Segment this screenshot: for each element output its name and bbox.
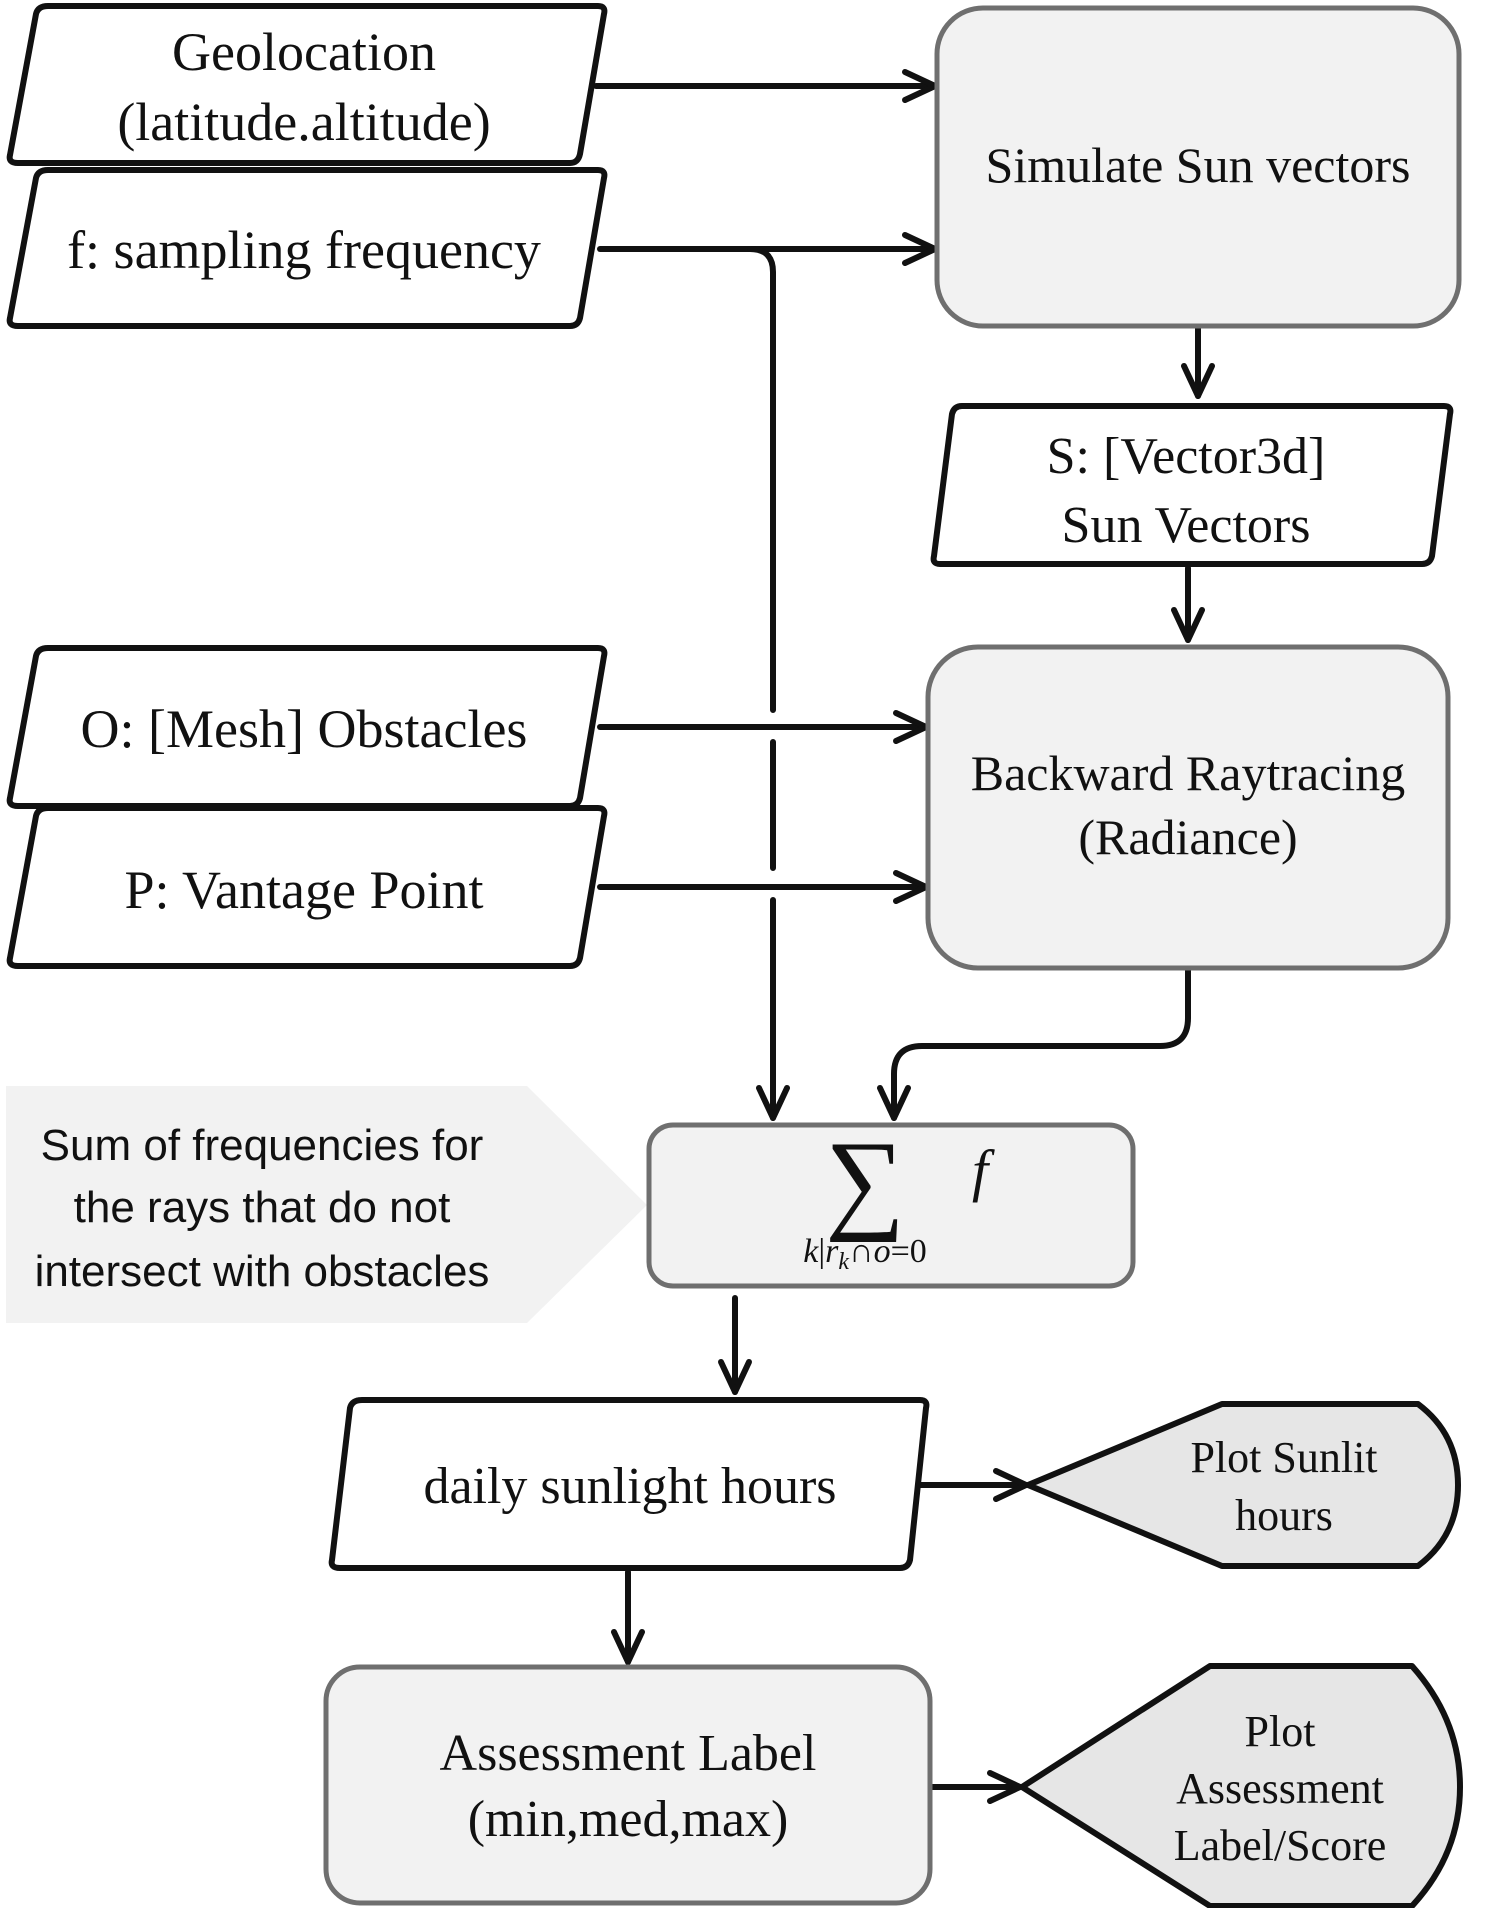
- plot-sunlit-line1: Plot Sunlit: [1190, 1433, 1377, 1482]
- sun-vectors-node: S: [Vector3d] Sun Vectors: [930, 403, 1454, 567]
- plot-assessment-shape: [1019, 1663, 1463, 1908]
- sun-vectors-shape: [930, 403, 1454, 567]
- arrowhead-raytracing-top: [1171, 607, 1205, 643]
- plot-sunlit-shape: [1025, 1401, 1461, 1569]
- simulate-sun-vectors-node: Simulate Sun vectors: [934, 5, 1462, 329]
- assessment-node: Assessment Label (min,med,max): [323, 1664, 933, 1906]
- geolocation-title: Geolocation: [172, 22, 436, 82]
- arrowhead-daily: [718, 1359, 752, 1395]
- sum-note-shape: [6, 1086, 647, 1323]
- geolocation-subtitle: (latitude.altitude): [117, 92, 490, 152]
- sum-shape: [646, 1122, 1136, 1289]
- assessment-subtitle: (min,med,max): [468, 1791, 789, 1848]
- sum-subscript-rk: k: [838, 1249, 849, 1275]
- simulate-sun-vectors-label: Simulate Sun vectors: [986, 137, 1411, 193]
- sum-symbol: ∑: [825, 1119, 905, 1243]
- daily-sunlight-shape: [328, 1397, 930, 1571]
- sum-subscript-cap: ∩: [849, 1233, 874, 1270]
- sum-subscript-eq: =0: [891, 1233, 927, 1270]
- sum-node: ∑ f k|rk∩o=0: [646, 1119, 1136, 1289]
- edge-frequency-to-sum: [747, 246, 776, 1121]
- plot-assessment-line2: Assessment: [1176, 1764, 1384, 1813]
- plot-assessment-line1: Plot: [1245, 1707, 1316, 1756]
- sum-subscript-bar: |: [818, 1233, 825, 1270]
- sum-subscript-r: r: [825, 1233, 839, 1270]
- daily-sunlight-node: daily sunlight hours: [328, 1397, 930, 1571]
- vantage-point-node: P: Vantage Point: [6, 805, 608, 969]
- sun-vectors-subtitle: Sun Vectors: [1062, 497, 1311, 554]
- plot-assessment-node: Plot Assessment Label/Score: [1019, 1663, 1463, 1908]
- arrowhead-sunvectors: [1181, 363, 1215, 399]
- edge-raytracing-to-sum: [891, 967, 1191, 1121]
- vantage-point-label: P: Vantage Point: [124, 860, 483, 920]
- sum-note-line1: Sum of frequencies for: [41, 1121, 484, 1170]
- plot-assessment-line3: Label/Score: [1174, 1821, 1387, 1870]
- obstacles-node: O: [Mesh] Obstacles: [6, 645, 608, 809]
- raytracing-subtitle: (Radiance): [1078, 809, 1297, 865]
- sum-note-line2: the rays that do not: [74, 1183, 451, 1232]
- vantage-point-shape: [6, 805, 608, 969]
- sampling-frequency-label: f: sampling frequency: [67, 220, 541, 280]
- sampling-frequency-shape: [6, 167, 608, 329]
- obstacles-label: O: [Mesh] Obstacles: [81, 699, 528, 759]
- sun-vectors-title: S: [Vector3d]: [1047, 428, 1326, 485]
- plot-sunlit-line2: hours: [1235, 1491, 1333, 1540]
- sum-subscript-o: o: [874, 1233, 891, 1270]
- geolocation-shape: [6, 3, 608, 166]
- arrowhead-sum-left: [756, 1085, 790, 1121]
- assessment-shape: [323, 1664, 933, 1906]
- sum-note-callout: Sum of frequencies for the rays that do …: [6, 1086, 647, 1323]
- assessment-title: Assessment Label: [440, 1725, 817, 1782]
- arrowhead-sum-right: [877, 1085, 911, 1121]
- raytracing-node: Backward Raytracing (Radiance): [925, 644, 1451, 971]
- edges: [593, 69, 1215, 1804]
- arrowhead-assessment: [611, 1629, 645, 1665]
- simulate-sun-vectors-shape: [934, 5, 1462, 329]
- sum-note-line3: intersect with obstacles: [35, 1247, 490, 1296]
- raytracing-title: Backward Raytracing: [971, 745, 1406, 801]
- daily-sunlight-label: daily sunlight hours: [423, 1458, 836, 1515]
- plot-sunlit-node: Plot Sunlit hours: [1025, 1401, 1461, 1569]
- geolocation-node: Geolocation (latitude.altitude): [6, 3, 608, 166]
- sum-subscript-k: k: [803, 1233, 819, 1270]
- raytracing-shape: [925, 644, 1451, 971]
- sum-subscript: k|rk∩o=0: [803, 1233, 927, 1275]
- sampling-frequency-node: f: sampling frequency: [6, 167, 608, 329]
